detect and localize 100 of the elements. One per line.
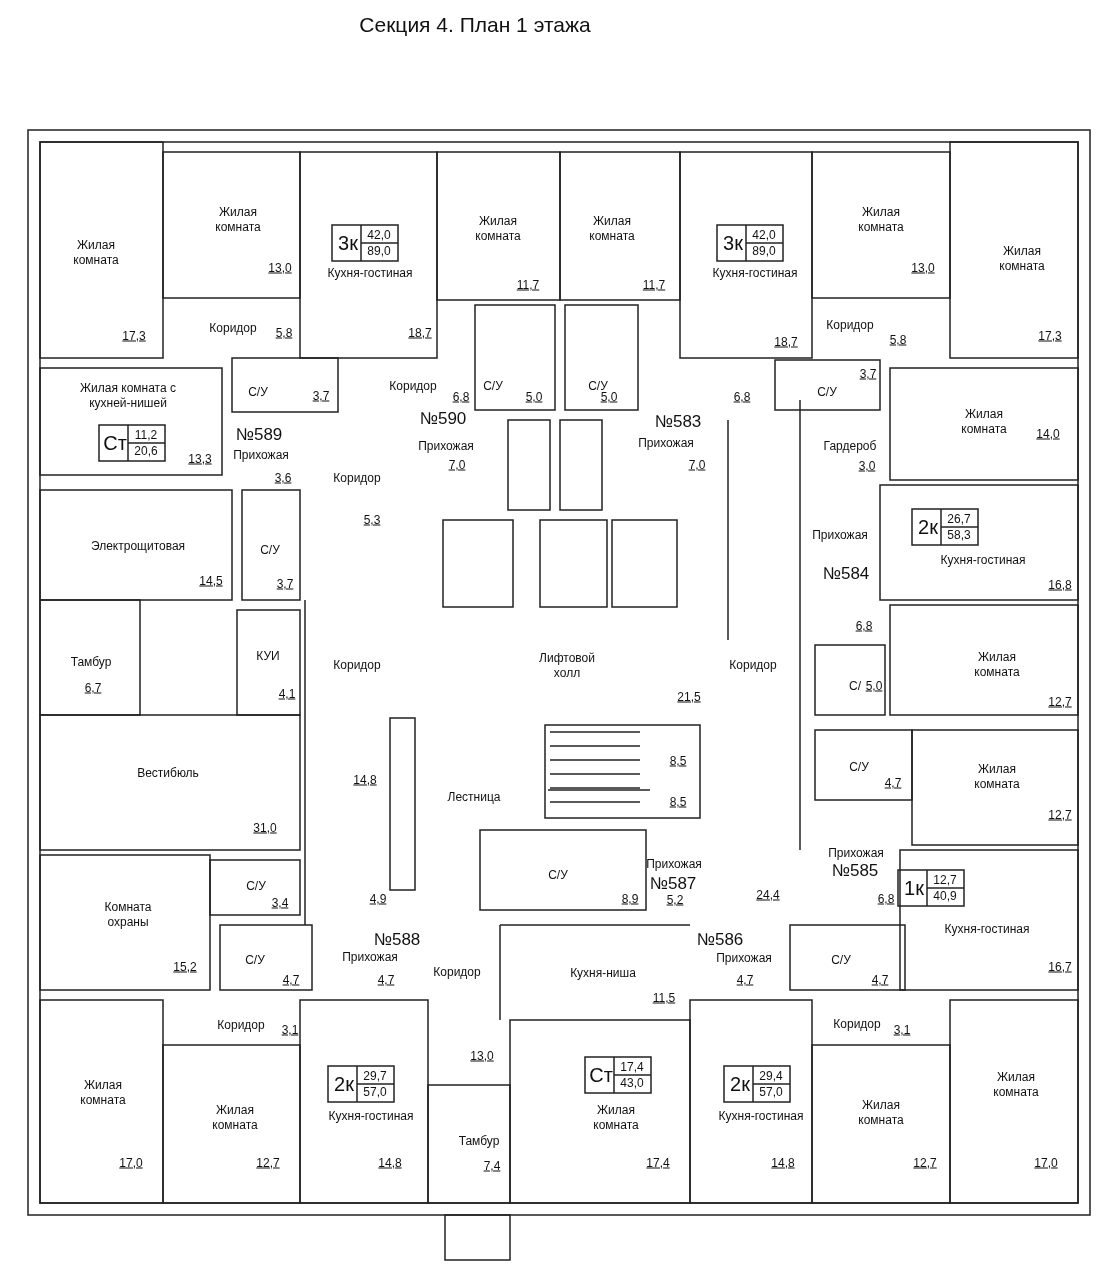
room-name: Прихожая (638, 435, 694, 451)
apartment-type: 2к (730, 1073, 750, 1095)
room-name: С/У (246, 878, 266, 894)
area-value: 4,7 (377, 972, 395, 988)
room-name: Жилая комната с кухней-нишей (79, 381, 177, 411)
area-value: 11,7 (516, 277, 540, 293)
area-value: 3,4 (271, 895, 289, 911)
room-name: Жилая комната (79, 1078, 127, 1108)
area-value: 13,3 (188, 451, 212, 467)
room-name: Жилая комната (960, 407, 1008, 437)
room-name: Жилая комната (214, 205, 262, 235)
apartment-type: 2к (334, 1073, 354, 1095)
apartment-area: 29,4 (759, 1069, 783, 1083)
room-name: Жилая комната (474, 214, 522, 244)
area-value: 4,7 (871, 972, 889, 988)
area-value: 4,7 (884, 775, 902, 791)
area-value: 5,8 (889, 332, 907, 348)
area-value: 14,8 (771, 1155, 795, 1171)
room-name: Коридор (729, 657, 777, 673)
apartment-number: №590 (419, 408, 467, 428)
area-value: 12,7 (1048, 694, 1072, 710)
area-value: 12,7 (913, 1155, 937, 1171)
area-value: 3,1 (281, 1022, 299, 1038)
area-value: 7,4 (483, 1158, 501, 1174)
area-value: 17,3 (1038, 328, 1062, 344)
room-name: Кухня-гостиная (940, 552, 1026, 568)
apartment-number: №583 (654, 411, 702, 431)
room-name: Коридор (833, 1016, 881, 1032)
apartment-area: 42,0 (752, 228, 776, 242)
apartment-type: 2к (918, 516, 938, 538)
area-value: 16,7 (1048, 959, 1072, 975)
area-value: 8,5 (669, 794, 687, 810)
room-name: Коридор (209, 320, 257, 336)
room-name: Коридор (333, 657, 381, 673)
apartment-type: 1к (904, 877, 924, 899)
area-value: 3,7 (276, 576, 294, 592)
area-value: 13,0 (268, 260, 292, 276)
room-name: Коридор (217, 1017, 265, 1033)
apartment-area: 57,0 (759, 1085, 783, 1099)
apartment-number: №585 (831, 860, 879, 880)
room-name: Жилая комната (998, 244, 1046, 274)
room-name: Прихожая (646, 856, 702, 872)
room-name: Кухня-гостиная (328, 1108, 414, 1124)
area-value: 5,0 (865, 678, 883, 694)
room-name: Жилая комната (992, 1070, 1040, 1100)
apartment-number: №588 (373, 929, 421, 949)
room-name: Жилая комната (857, 205, 905, 235)
room-name: С/У (849, 759, 869, 775)
apartment-area: 89,0 (367, 244, 391, 258)
room-name: Кухня-гостиная (327, 265, 413, 281)
area-value: 4,7 (282, 972, 300, 988)
apartment-number: №586 (696, 929, 744, 949)
area-value: 3,1 (893, 1022, 911, 1038)
room-name: С/У (260, 542, 280, 558)
area-value: 3,7 (859, 366, 877, 382)
area-value: 31,0 (253, 820, 277, 836)
area-value: 4,9 (369, 891, 387, 907)
area-value: 14,8 (353, 772, 377, 788)
area-value: 6,8 (733, 389, 751, 405)
room-name: Жилая комната (72, 238, 120, 268)
apartment-type: Ст (103, 432, 127, 454)
area-value: 11,5 (652, 990, 676, 1006)
area-value: 3,6 (274, 470, 292, 486)
area-value: 7,0 (688, 457, 706, 473)
room-name: Электрощитовая (90, 538, 186, 554)
area-value: 6,7 (84, 680, 102, 696)
room-name: С/ (849, 678, 861, 694)
room-name: Жилая комната (857, 1098, 905, 1128)
area-value: 4,7 (736, 972, 754, 988)
room-name: Жилая комната (211, 1103, 259, 1133)
area-value: 15,2 (173, 959, 197, 975)
room-name: Вестибюль (137, 765, 199, 781)
area-value: 11,7 (642, 277, 666, 293)
room-name: С/У (483, 378, 503, 394)
area-value: 4,1 (278, 686, 296, 702)
apartment-number: №584 (822, 563, 870, 583)
area-value: 14,0 (1036, 426, 1060, 442)
apartment-area: 12,7 (933, 873, 957, 887)
room-name: Прихожая (812, 527, 868, 543)
area-value: 14,8 (378, 1155, 402, 1171)
area-value: 6,8 (452, 389, 470, 405)
room-name: С/У (831, 952, 851, 968)
room-name: С/У (817, 384, 837, 400)
area-value: 8,5 (669, 753, 687, 769)
apartment-area: 20,6 (134, 444, 158, 458)
room-name: Прихожая (233, 447, 289, 463)
room-name: Кухня-гостиная (712, 265, 798, 281)
room-name: Прихожая (418, 438, 474, 454)
room-name: С/У (248, 384, 268, 400)
apartment-area: 40,9 (933, 889, 957, 903)
apartment-area: 11,2 (134, 428, 158, 442)
room-name: Коридор (826, 317, 874, 333)
room-name: Коридор (333, 470, 381, 486)
area-value: 17,3 (122, 328, 146, 344)
area-value: 24,4 (756, 887, 780, 903)
area-value: 8,9 (621, 891, 639, 907)
room-name: Прихожая (828, 845, 884, 861)
area-value: 14,5 (199, 573, 223, 589)
area-value: 17,0 (1034, 1155, 1058, 1171)
area-value: 18,7 (408, 325, 432, 341)
